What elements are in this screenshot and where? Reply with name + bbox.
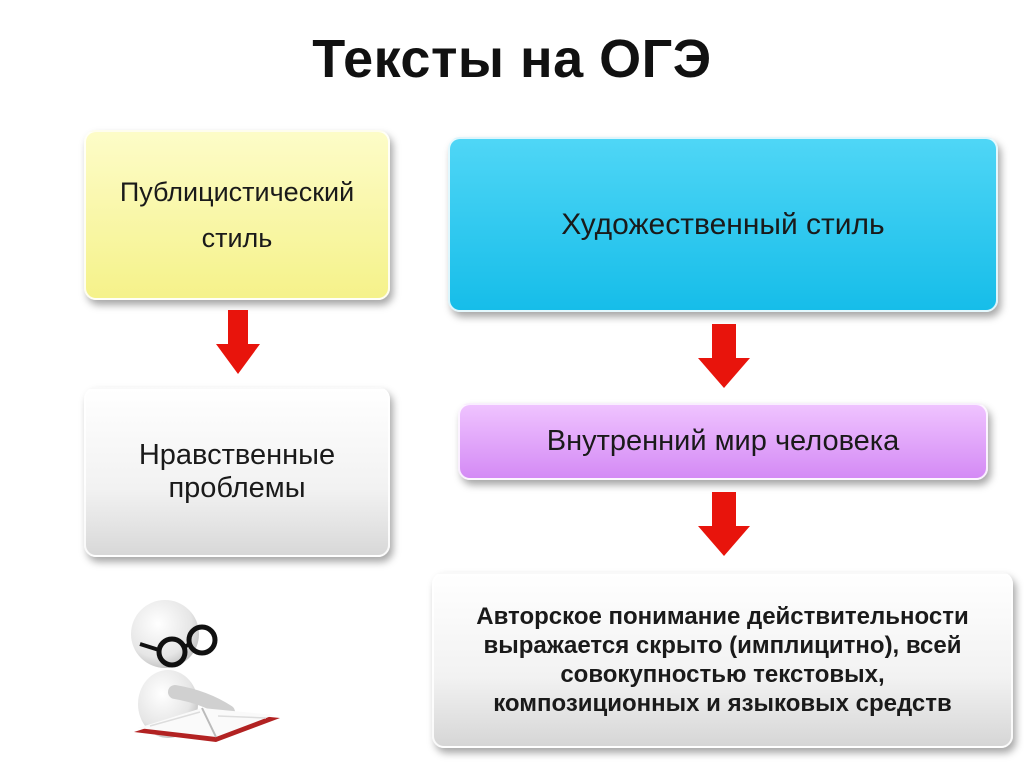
moral-problems-line2: проблемы xyxy=(168,472,306,504)
artistic-style-label: Художественный стиль xyxy=(561,207,885,241)
down-arrow-icon xyxy=(698,492,750,556)
author-line1: Авторское понимание действительности xyxy=(476,603,969,630)
publicistic-style-box: Публицистический стиль xyxy=(84,130,390,300)
down-arrow-icon xyxy=(216,310,260,374)
moral-problems-box: Нравственные проблемы xyxy=(84,387,390,557)
down-arrow-icon xyxy=(698,324,750,388)
publicistic-style-line1: Публицистический xyxy=(119,177,355,207)
inner-world-label: Внутренний мир человека xyxy=(546,425,900,457)
author-understanding-box: Авторское понимание действительности выр… xyxy=(432,572,1013,748)
person-reading-book-icon xyxy=(131,600,280,742)
author-line3: совокупностью текстовых, xyxy=(560,661,885,688)
moral-problems-line1: Нравственные xyxy=(138,439,336,471)
author-line4: композиционных и языковых средств xyxy=(493,690,952,717)
artistic-style-box: Художественный стиль xyxy=(448,137,998,312)
page-title: Тексты на ОГЭ xyxy=(312,29,712,89)
inner-world-box: Внутренний мир человека xyxy=(458,403,988,480)
author-line2: выражается скрыто (имплицитно), всей xyxy=(483,632,962,659)
publicistic-style-line2: стиль xyxy=(201,223,273,253)
